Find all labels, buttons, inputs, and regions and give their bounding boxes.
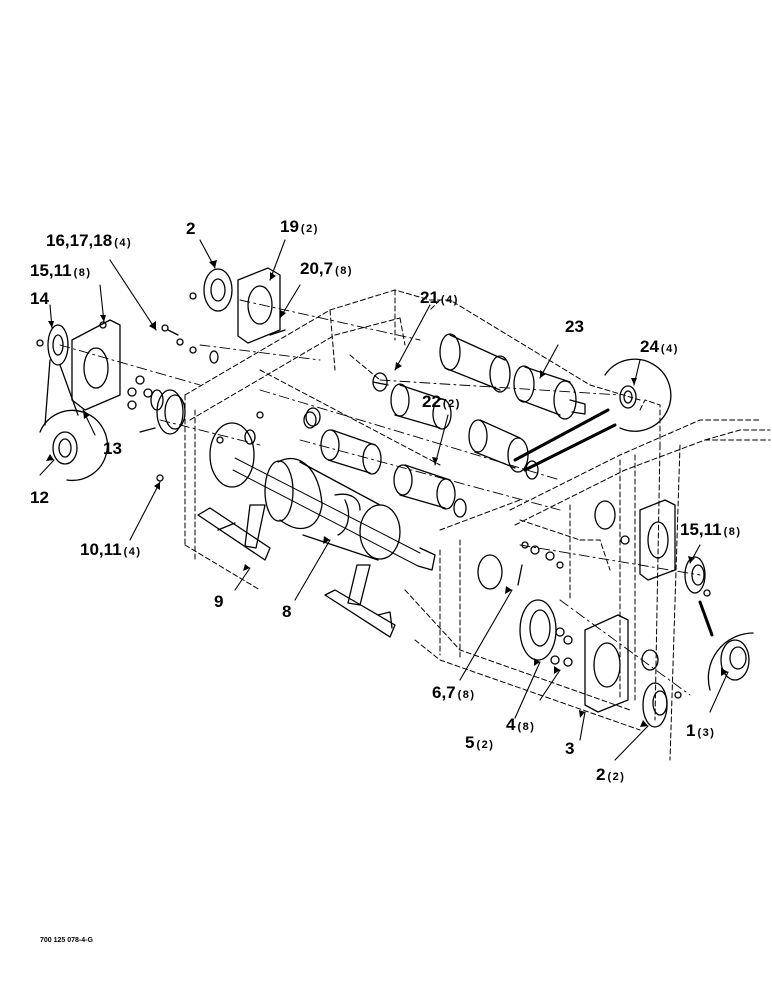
callout-14: 14 (30, 290, 51, 307)
callout-3-number: 3 (565, 739, 575, 758)
callout-15-11-left-qty: (8) (73, 267, 92, 279)
idler-roller-middle (390, 383, 539, 480)
callout-5-number: 5 (465, 733, 475, 752)
left-bearing-flange (36, 324, 69, 366)
callout-15-11-right: 15,11(8) (680, 521, 742, 538)
callout-4-qty: (8) (517, 721, 536, 733)
callout-24-number: 24 (640, 337, 659, 356)
top-mounting-plate (237, 267, 286, 344)
bracket-left (197, 504, 271, 561)
assembly-axis-lines (59, 299, 701, 696)
callout-16-17-18-qty: (4) (114, 237, 133, 249)
callout-4: 4(8) (506, 716, 535, 733)
left-flange-bearing-2 (127, 375, 186, 435)
callout-23-number: 23 (565, 317, 584, 336)
callout-5-qty: (2) (476, 739, 495, 751)
callout-10-11-number: 10,11 (80, 540, 122, 559)
callout-24: 24(4) (640, 338, 679, 355)
callout-2-top: 2 (186, 220, 197, 237)
callout-6-7-number: 6,7 (432, 683, 456, 702)
callout-21-number: 21 (420, 288, 439, 307)
callout-22-qty: (2) (442, 398, 461, 410)
frame-holes (209, 411, 659, 671)
callout-6-7: 6,7(8) (432, 684, 476, 701)
drawing-reference-number: 700 125 078-4-G (40, 937, 93, 944)
callout-2-right-qty: (2) (607, 771, 626, 783)
callout-4-number: 4 (506, 715, 516, 734)
callout-12: 12 (30, 489, 51, 506)
callout-20-7: 20,7(8) (300, 260, 353, 277)
callout-20-7-qty: (8) (335, 265, 354, 277)
leader-lines (39, 239, 729, 761)
callout-1: 1(3) (686, 722, 715, 739)
callout-10-11-qty: (4) (123, 546, 142, 558)
callout-19: 19(2) (280, 218, 319, 235)
top-bearing-flange (189, 268, 233, 312)
callout-8: 8 (282, 603, 293, 620)
callout-16-17-18-number: 16,17,18 (46, 231, 113, 250)
callout-16-17-18: 16,17,18(4) (46, 232, 132, 249)
roller-end-caps (305, 372, 389, 427)
right-upper-plate (639, 499, 711, 597)
right-bearing-flange (642, 682, 682, 728)
right-fasteners (517, 535, 630, 586)
callout-2-right: 2(2) (596, 766, 625, 783)
main-roller (232, 457, 436, 571)
callout-21-qty: (4) (440, 294, 459, 306)
right-flange-bearing (519, 599, 573, 667)
callout-1-qty: (3) (697, 727, 716, 739)
callout-2-top-number: 2 (186, 219, 196, 238)
bearing-detail-left (39, 359, 108, 482)
callout-24-qty: (4) (660, 343, 679, 355)
callout-23: 23 (565, 318, 586, 335)
callout-15-11-left: 15,11(8) (30, 262, 92, 279)
left-mounting-plate (71, 319, 121, 411)
callout-9: 9 (214, 593, 225, 610)
callout-22: 22(2) (422, 393, 461, 410)
bearing-detail-upper-right (513, 358, 672, 472)
leader-arrowheads (46, 260, 728, 727)
callout-22-number: 22 (422, 392, 441, 411)
callout-14-number: 14 (30, 289, 49, 308)
callout-1-number: 1 (686, 721, 696, 740)
callout-9-number: 9 (214, 592, 224, 611)
callout-5: 5(2) (465, 734, 494, 751)
callout-15-11-right-number: 15,11 (680, 520, 722, 539)
callout-13-number: 13 (103, 439, 122, 458)
bracket-right (324, 564, 396, 638)
hardware-bolts (156, 324, 264, 482)
callout-21: 21(4) (420, 289, 459, 306)
right-mounting-plate (584, 614, 629, 713)
callout-19-qty: (2) (300, 223, 319, 235)
callout-8-number: 8 (282, 602, 292, 621)
callout-10-11: 10,11(4) (80, 541, 142, 558)
bearing-detail-lower-right (698, 600, 754, 691)
callout-15-11-right-qty: (8) (723, 526, 742, 538)
callout-6-7-qty: (8) (457, 689, 476, 701)
callout-2-right-number: 2 (596, 765, 606, 784)
callout-12-number: 12 (30, 488, 49, 507)
idler-roller-lower (320, 429, 467, 518)
callout-19-number: 19 (280, 217, 299, 236)
idler-roller-upper (439, 333, 586, 420)
callout-20-7-number: 20,7 (300, 259, 334, 278)
callout-13: 13 (103, 440, 124, 457)
callout-15-11-left-number: 15,11 (30, 261, 72, 280)
callout-3: 3 (565, 740, 576, 757)
